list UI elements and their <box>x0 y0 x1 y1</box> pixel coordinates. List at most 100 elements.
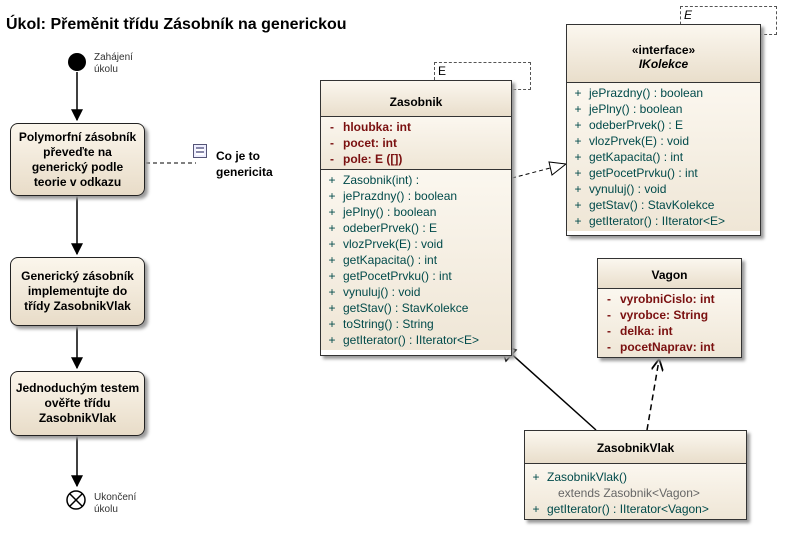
operation-row-text: jePlny() : boolean <box>589 102 683 116</box>
start-label-line1: Zahájení <box>94 52 133 63</box>
visibility-marker: + <box>574 86 582 100</box>
operation-row: +vlozPrvek(E) : void <box>321 236 511 252</box>
visibility-marker: + <box>328 189 336 203</box>
visibility-marker: + <box>328 333 336 347</box>
zasobnikvlak-extends: extends Zasobnik<Vagon> <box>558 486 700 500</box>
zasobnikvlak-constructor: + ZasobnikVlak() <box>525 469 746 485</box>
attribute-row-text: pocet: int <box>343 136 397 150</box>
visibility-marker: + <box>328 301 336 315</box>
end-label-line2: úkolu <box>94 504 118 515</box>
operation-row: + getPocetPrvku() : int <box>321 268 511 284</box>
operation-row-text: getIterator() : IIterator<E> <box>589 214 726 228</box>
vagon-attributes: -vyrobniCislo: int-vyrobce: String-delka… <box>598 289 741 357</box>
visibility-marker: + <box>328 205 336 219</box>
end-node-label: Ukončení úkolu <box>94 492 136 516</box>
operation-row-text: vynuluj() : void <box>343 285 421 299</box>
attribute-row: -pocetNaprav: int <box>598 339 741 355</box>
attribute-row: -pole: E ([]) <box>321 151 511 167</box>
visibility-marker: + <box>574 150 582 164</box>
visibility-marker: + <box>574 102 582 116</box>
operation-row: +jePlny() : boolean <box>321 204 511 220</box>
visibility-marker: + <box>328 269 336 283</box>
realization-zasobnik-ikolekce <box>511 165 559 179</box>
visibility-marker: + <box>574 214 582 228</box>
attribute-row-text: vyrobniCislo: int <box>620 292 715 306</box>
class-zasobnik[interactable]: Zasobnik -hloubka: int-pocet: int-pole: … <box>320 80 512 356</box>
visibility-marker: - <box>330 152 334 166</box>
operation-row: +toString() : String <box>321 316 511 332</box>
activity-implement-text: Generický zásobník implementujte do tříd… <box>21 269 134 313</box>
operation-row-text: Zasobnik(int) : <box>343 173 420 187</box>
visibility-marker: + <box>328 221 336 235</box>
attribute-row-text: delka: int <box>620 324 673 338</box>
visibility-marker: + <box>574 118 582 132</box>
operation-text: getIterator() : IIterator<Vagon> <box>547 502 709 516</box>
visibility-marker: - <box>607 324 611 338</box>
visibility-marker: + <box>328 285 336 299</box>
class-zasobnikvlak[interactable]: ZasobnikVlak + ZasobnikVlak() extends Za… <box>524 430 747 520</box>
ikolekce-stereotype: «interface» <box>631 43 696 57</box>
visibility-marker: - <box>607 292 611 306</box>
operation-row-text: jePrazdny() : boolean <box>589 86 704 100</box>
visibility-marker: + <box>574 182 582 196</box>
operation-row: + getStav() : StavKolekce <box>567 197 760 213</box>
operation-row-text: odeberPrvek() : E <box>343 221 438 235</box>
zasobnikvlak-name: ZasobnikVlak <box>525 431 746 464</box>
operation-row: + getIterator() : IIterator<E> <box>567 213 760 229</box>
attribute-row: -delka: int <box>598 323 741 339</box>
operation-row: + getKapacita() : int <box>567 149 760 165</box>
activity-test[interactable]: Jednoduchým testem ověřte třídu Zasobnik… <box>10 371 145 436</box>
activity-convert-text: Polymorfní zásobník převeďte na generick… <box>18 129 137 189</box>
operation-row: +getStav() : StavKolekce <box>321 300 511 316</box>
activity-convert[interactable]: Polymorfní zásobník převeďte na generick… <box>10 123 145 196</box>
operation-row: + jePlny() : boolean <box>567 101 760 117</box>
operation-row-text: getStav() : StavKolekce <box>589 198 715 212</box>
operation-row-text: jePrazdny() : boolean <box>343 189 458 203</box>
attribute-row-text: pole: E ([]) <box>343 152 403 166</box>
visibility-marker: + <box>574 166 582 180</box>
genericity-link[interactable]: Co je to genericita <box>216 148 273 180</box>
visibility-marker: + <box>574 198 582 212</box>
zasobnik-operations: + Zasobnik(int) : + jePrazdny() : boolean+j… <box>321 170 511 350</box>
visibility-marker: - <box>330 120 334 134</box>
operation-row: + vynuluj() : void <box>567 181 760 197</box>
operation-row-text: getKapacita() : int <box>589 150 684 164</box>
operation-row: + Zasobnik(int) : <box>321 172 511 188</box>
generalization-zasobnikvlak-zasobnik <box>506 349 597 431</box>
attribute-row-text: hloubka: int <box>343 120 411 134</box>
operation-row-text: vynuluj() : void <box>589 182 667 196</box>
visibility-marker: + <box>328 317 336 331</box>
start-node[interactable] <box>68 53 86 71</box>
end-node[interactable] <box>66 490 86 510</box>
visibility-marker: + <box>532 470 540 484</box>
interface-ikolekce[interactable]: «interface» IKolekce +jePrazdny() : bool… <box>566 24 761 236</box>
operation-row: + jePrazdny() : boolean <box>567 85 760 101</box>
hyperlink-icon[interactable] <box>193 144 207 158</box>
attribute-row: -vyrobce: String <box>598 307 741 323</box>
zasobnik-name: Zasobnik <box>321 81 511 117</box>
attribute-row: -pocet: int <box>321 135 511 151</box>
dependency-zasobnikvlak-vagon <box>646 360 659 431</box>
operation-row-text: vlozPrvek(E) : void <box>343 237 444 251</box>
operation-row-text: odeberPrvek() : E <box>589 118 684 132</box>
operation-row: + vynuluj() : void <box>321 284 511 300</box>
zasobnik-attributes: -hloubka: int-pocet: int-pole: E ([]) <box>321 117 511 170</box>
class-vagon[interactable]: Vagon -vyrobniCislo: int-vyrobce: String… <box>597 258 742 358</box>
note-line1: Co je to <box>216 149 260 163</box>
operation-row: + odeberPrvek() : E <box>567 117 760 133</box>
visibility-marker: + <box>328 173 336 187</box>
ikolekce-operations: + jePrazdny() : boolean + jePlny() : boolea… <box>567 83 760 231</box>
visibility-marker: + <box>328 253 336 267</box>
operation-row-text: getPocetPrvku() : int <box>343 269 452 283</box>
operation-row: +vlozPrvek(E) : void <box>567 133 760 149</box>
operation-row: +getIterator() : IIterator<E> <box>321 332 511 348</box>
operation-row: + odeberPrvek() : E <box>321 220 511 236</box>
activity-implement[interactable]: Generický zásobník implementujte do tříd… <box>10 257 145 326</box>
note-line2: genericita <box>216 165 273 179</box>
realization-arrowhead <box>548 161 568 176</box>
operation-row: +getPocetPrvku() : int <box>567 165 760 181</box>
page-title: Úkol: Přeměnit třídu Zásobník na generic… <box>6 16 347 33</box>
visibility-marker: + <box>532 502 540 516</box>
end-label-line1: Ukončení <box>94 492 137 503</box>
operation-row: + jePrazdny() : boolean <box>321 188 511 204</box>
